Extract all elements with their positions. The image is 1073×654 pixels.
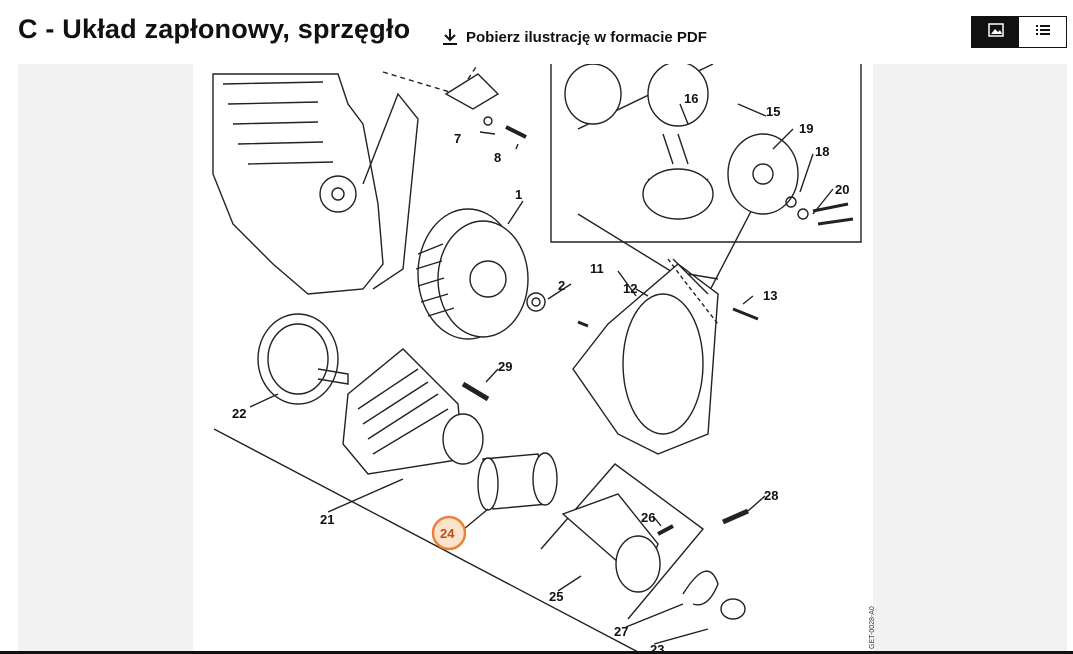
- callout-24-highlighted[interactable]: 24: [431, 515, 467, 551]
- callout-8[interactable]: 8: [494, 150, 501, 165]
- callout-25[interactable]: 25: [549, 589, 563, 604]
- bottom-border: [0, 651, 1073, 654]
- page-header: C - Układ zapłonowy, sprzęgło Pobierz il…: [0, 0, 1073, 64]
- download-pdf-label: Pobierz ilustrację w formacie PDF: [466, 28, 707, 46]
- image-view-button[interactable]: [972, 17, 1019, 47]
- callout-11[interactable]: 11: [590, 261, 604, 276]
- parts-diagram-drawing: 1 2 7 8 11 12 13 15 16 18 19 20 21 22 25…: [193, 64, 876, 652]
- drawing-code: GET-0028-A0: [869, 606, 876, 649]
- callout-15[interactable]: 15: [766, 104, 780, 119]
- svg-text:24: 24: [440, 526, 455, 541]
- callout-29[interactable]: 29: [498, 359, 512, 374]
- callout-26[interactable]: 26: [641, 510, 655, 525]
- download-icon: [442, 28, 458, 46]
- view-toggle: [971, 16, 1067, 48]
- parts-diagram: 1 2 7 8 11 12 13 15 16 18 19 20 21 22 25…: [18, 64, 1067, 652]
- callout-18[interactable]: 18: [815, 144, 829, 159]
- download-pdf-link[interactable]: Pobierz ilustrację w formacie PDF: [442, 28, 707, 46]
- callout-27[interactable]: 27: [614, 624, 628, 639]
- callout-2[interactable]: 2: [558, 278, 565, 293]
- callout-13[interactable]: 13: [763, 288, 777, 303]
- callout-1[interactable]: 1: [515, 187, 522, 202]
- image-icon: [987, 22, 1004, 42]
- callout-22[interactable]: 22: [232, 406, 246, 421]
- callout-19[interactable]: 19: [799, 121, 813, 136]
- callout-labels: 1 2 7 8 11 12 13 15 16 18 19 20 21 22 25…: [232, 91, 876, 652]
- callout-16[interactable]: 16: [684, 91, 698, 106]
- page-title: C - Układ zapłonowy, sprzęgło: [18, 14, 411, 44]
- callout-28[interactable]: 28: [764, 488, 778, 503]
- callout-23[interactable]: 23: [650, 642, 664, 652]
- list-icon: [1035, 23, 1051, 42]
- list-view-button[interactable]: [1019, 17, 1066, 47]
- callout-20[interactable]: 20: [835, 182, 849, 197]
- callout-21[interactable]: 21: [320, 512, 334, 527]
- callout-12[interactable]: 12: [623, 281, 637, 296]
- callout-7[interactable]: 7: [454, 131, 461, 146]
